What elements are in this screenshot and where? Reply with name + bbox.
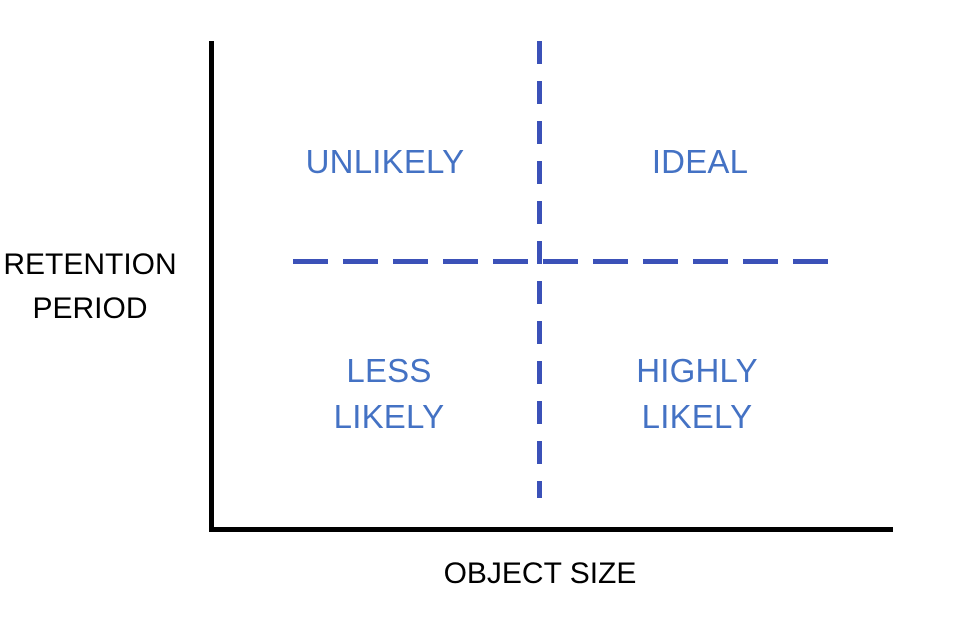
quadrant-label-ideal: IDEAL xyxy=(651,143,749,180)
quadrant-label-less-likely: LESS LIKELY xyxy=(333,352,445,435)
vertical-dashed-divider xyxy=(537,41,542,498)
horizontal-dashed-divider xyxy=(293,259,838,264)
y-axis-line xyxy=(209,41,214,531)
x-axis-line xyxy=(209,527,893,532)
y-axis-title: RETENTION PERIOD xyxy=(3,248,177,325)
quadrant-label-unlikely: UNLIKELY xyxy=(305,143,465,180)
quadrant-label-highly-likely: HIGHLY LIKELY xyxy=(636,352,758,435)
x-axis-title: OBJECT SIZE xyxy=(443,557,637,590)
